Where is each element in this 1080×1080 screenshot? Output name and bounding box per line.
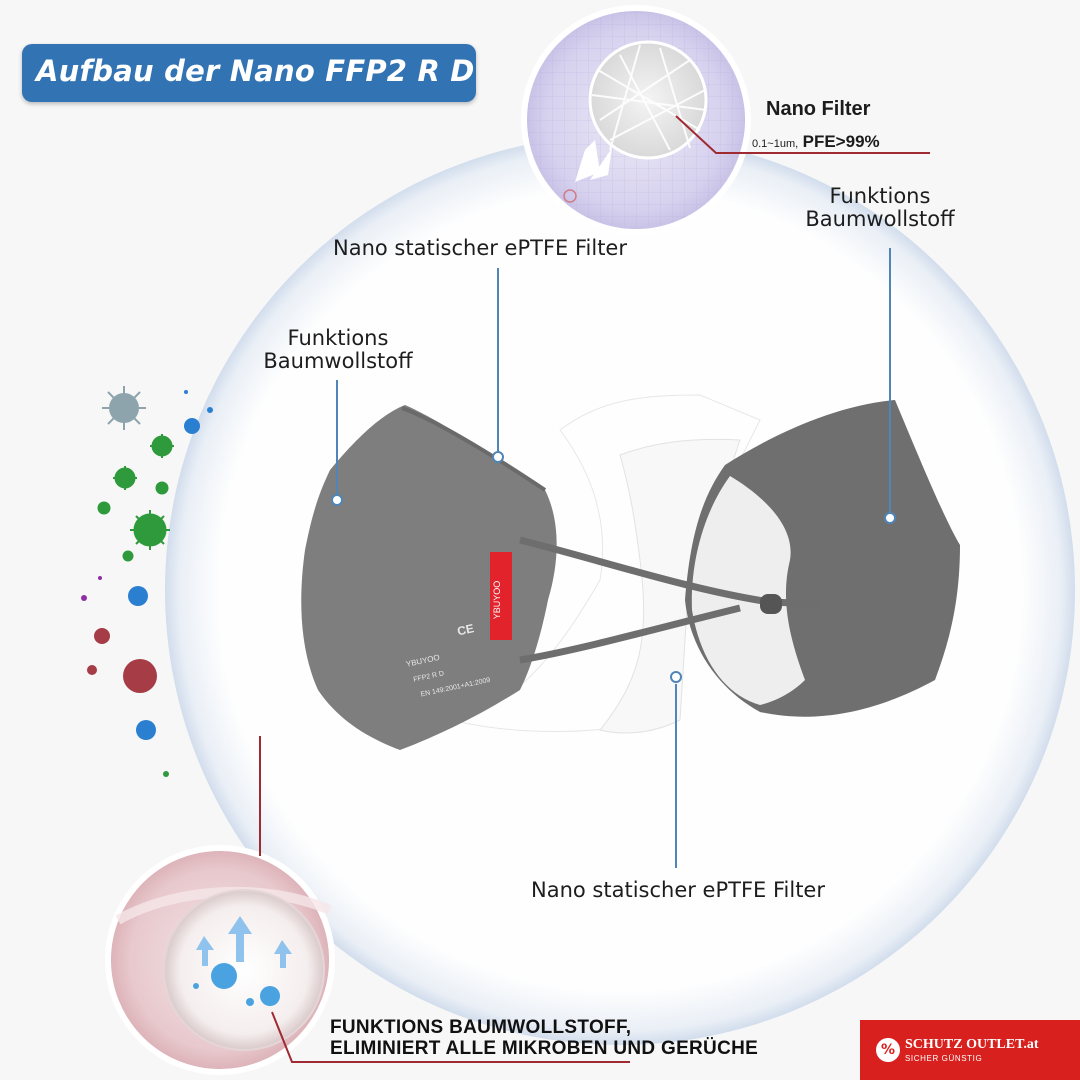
outer-left-label-line1: Funktions (287, 326, 389, 350)
loop-adjuster (760, 594, 782, 614)
caption-line1: FUNKTIONS BAUMWOLLSTOFF, (330, 1017, 632, 1038)
callout-line-left (336, 380, 338, 494)
callout-node-eptfe-bottom (670, 671, 682, 683)
virus-gray-icon (102, 386, 146, 430)
inner-cotton-layer (685, 400, 960, 717)
outer-right-label-line2: Baumwollstoff (805, 207, 955, 231)
title-badge (22, 44, 476, 102)
callout-line-eptfe-bottom (675, 684, 677, 868)
percent-badge-icon: % (876, 1038, 900, 1062)
caption: FUNKTIONS BAUMWOLLSTOFF, ELIMINIERT ALLE… (330, 1017, 758, 1059)
eptfe-top-label: Nano statischer ePTFE Filter (333, 236, 627, 260)
outer-left-label: Funktions Baumwollstoff (248, 327, 428, 373)
nano-filter-magnifier (521, 5, 751, 235)
callout-line-right (889, 248, 891, 514)
eptfe-bottom-label: Nano statischer ePTFE Filter (531, 878, 825, 902)
germs-cluster (81, 386, 213, 777)
page-title: Aufbau der Nano FFP2 R D (36, 54, 475, 88)
callout-node-eptfe-top (492, 451, 504, 463)
svg-text:YBUYOO: YBUYOO (492, 581, 502, 620)
callout-line-eptfe-top (497, 268, 499, 452)
nano-filter-spec-small: 0.1~1um, (752, 138, 799, 150)
nano-filter-pointer (675, 115, 930, 154)
outer-cotton-mask: YBUYOO YBUYOO FFP2 R D EN 149:2001+A1:20… (301, 405, 557, 750)
outer-left-label-line2: Baumwollstoff (263, 349, 413, 373)
mask-brand-tag (490, 552, 512, 640)
cotton-magnifier (105, 845, 335, 1075)
outer-right-label-line1: Funktions (829, 184, 931, 208)
callout-node-left (331, 494, 343, 506)
caption-pointer (271, 1011, 630, 1063)
logo-tagline: SICHER GÜNSTIG (905, 1054, 983, 1063)
svg-text:CE: CE (456, 621, 475, 638)
callout-node-right (884, 512, 896, 524)
nano-filter-spec-big: PFE>99% (802, 132, 880, 151)
nano-filter-title: Nano Filter (766, 98, 871, 120)
logo-name: SCHUTZ OUTLET.at (905, 1037, 1039, 1052)
nano-filter-spec: 0.1~1um, PFE>99% (752, 132, 880, 152)
ear-loop (519, 536, 821, 608)
outer-right-label: Funktions Baumwollstoff (790, 185, 970, 231)
caption-line2: ELIMINIERT ALLE MIKROBEN UND GERÜCHE (330, 1038, 759, 1059)
